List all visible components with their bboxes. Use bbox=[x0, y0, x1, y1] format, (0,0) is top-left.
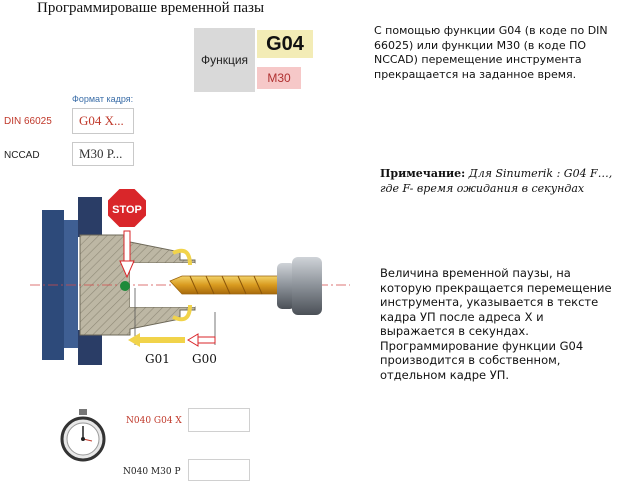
nccad-format-field: M30 P... bbox=[72, 142, 134, 166]
input-label-m30: N040 M30 P bbox=[123, 467, 181, 477]
body-text: Величина временной паузы, на которую пре… bbox=[380, 266, 612, 382]
function-code-m30[interactable]: M30 bbox=[257, 67, 301, 89]
frame-format-caption: Формат кадря: bbox=[72, 94, 134, 104]
din-label: DIN 66025 bbox=[4, 116, 52, 127]
stop-sign-label: STOP bbox=[112, 204, 142, 216]
function-box: Функция G04 M30 bbox=[194, 28, 317, 92]
g04-value-input[interactable] bbox=[188, 408, 250, 432]
din-format-field: G04 X... bbox=[72, 108, 134, 134]
tool-holder bbox=[277, 257, 322, 315]
g00-label: G00 bbox=[192, 352, 217, 366]
function-code-g04[interactable]: G04 bbox=[257, 30, 313, 58]
g01-arrow-icon bbox=[128, 288, 185, 347]
page-title: Программироваше временной пазы bbox=[37, 0, 265, 16]
nccad-label: NCCAD bbox=[4, 150, 40, 161]
input-label-g04: N040 G04 X bbox=[126, 416, 182, 426]
spindle-rotation-indicator bbox=[172, 248, 192, 322]
function-label: Функция bbox=[194, 28, 255, 92]
drill-tool bbox=[169, 275, 281, 295]
note-italic: Для Sinumerik : G04 F…, где F- время ожи… bbox=[380, 167, 613, 195]
chuck bbox=[42, 197, 102, 365]
note-bold: Примечание: bbox=[380, 167, 466, 180]
stop-sign bbox=[106, 187, 148, 229]
lathe-diagram: STOP G01 G00 bbox=[30, 187, 350, 366]
m30-value-input[interactable] bbox=[188, 459, 250, 481]
workpiece-zero-point bbox=[120, 281, 130, 291]
g00-arrow-icon bbox=[187, 312, 216, 347]
note-text: Примечание: Для Sinumerik : G04 F…, где … bbox=[380, 166, 630, 196]
intro-text: С помощью функции G04 (в коде по DIN 660… bbox=[374, 24, 608, 81]
g01-label: G01 bbox=[145, 352, 170, 366]
stopwatch-icon bbox=[60, 409, 106, 462]
stop-arrow-icon bbox=[119, 230, 135, 279]
